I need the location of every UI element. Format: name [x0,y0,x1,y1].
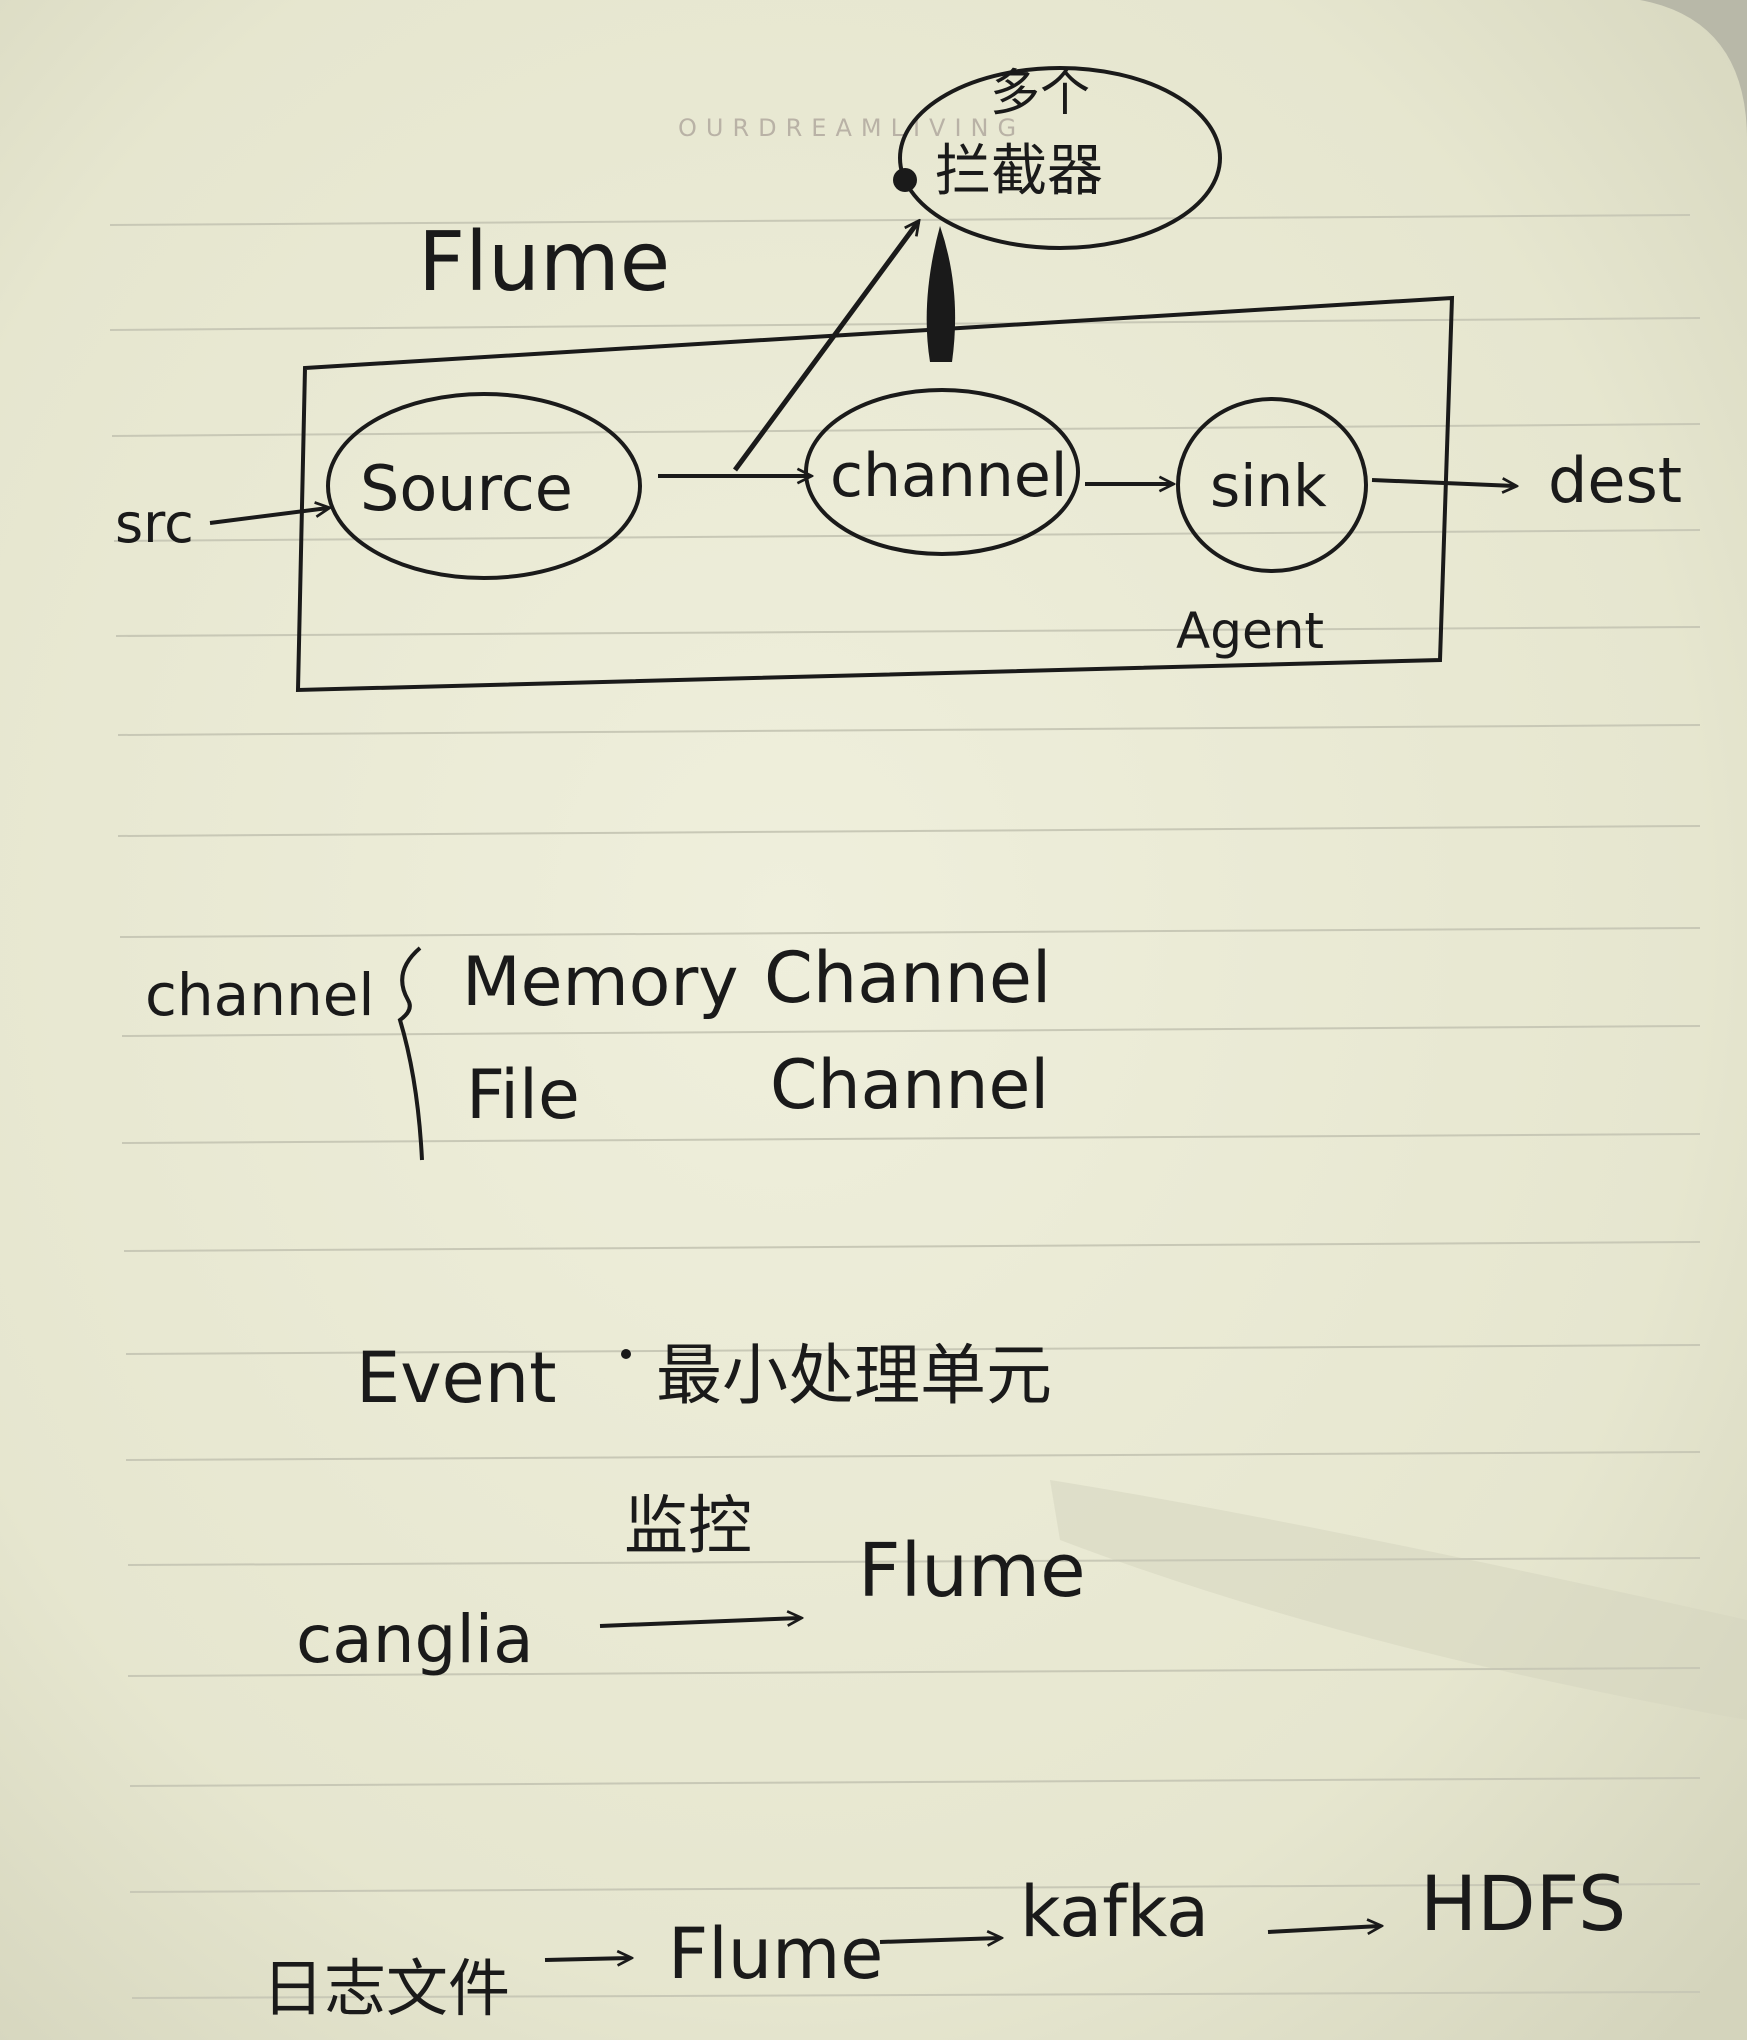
note-bubble [898,66,1222,250]
to-interceptor-arrow [732,222,918,472]
sink-node [1176,397,1368,573]
dest-label: dest [1548,444,1682,517]
event-definition: 最小处理单元 [656,1337,1052,1414]
src-label: src [115,492,194,555]
colon-dot [621,1349,631,1359]
note-line-2: 拦截器 [935,139,1103,204]
interceptor-note: 多个 拦截器 [893,64,1222,250]
ink-dot [893,168,917,192]
interceptor-link-mark [926,226,956,362]
channel-label: channel [830,441,1067,511]
event-term: Event [356,1337,557,1419]
monitor-arrow [599,1618,800,1628]
pipeline-arrow [879,1938,1000,1942]
sink-to-dest-arrow [1371,480,1515,486]
monitor-action: 监控 [624,1490,752,1564]
source-label: Source [360,452,573,525]
flume-title: Flume [418,215,670,310]
channel-type-name: File [466,1056,580,1135]
source-node [326,392,642,580]
page-shadow [1050,1480,1747,1720]
pipeline-step: Flume [668,1913,883,1995]
note-line-1: 多个 [990,64,1090,122]
src-to-source-arrow [209,508,328,525]
monitor-from: canglia [296,1601,534,1678]
pipeline-step: kafka [1020,1871,1209,1953]
sink-label: sink [1210,452,1327,520]
pipeline-step: 日志文件 [262,1952,510,2025]
agent-box [295,295,1455,693]
channel-types-label: channel [145,961,375,1029]
channel-type-suffix: Channel [764,937,1051,1019]
ruled-lines [109,214,1701,1999]
brand-watermark: OURDREAMLIVING [678,114,1025,142]
agent-label: Agent [1176,602,1324,660]
channel-node [804,388,1080,556]
channel-type-suffix: Channel [770,1046,1049,1125]
curly-brace [397,946,424,1161]
pipeline-arrow [1267,1926,1380,1932]
monitor-to: Flume [858,1528,1086,1614]
pipeline-arrow [544,1958,630,1960]
pipeline-step: HDFS [1420,1859,1626,1948]
channel-type-name: Memory [462,943,739,1022]
